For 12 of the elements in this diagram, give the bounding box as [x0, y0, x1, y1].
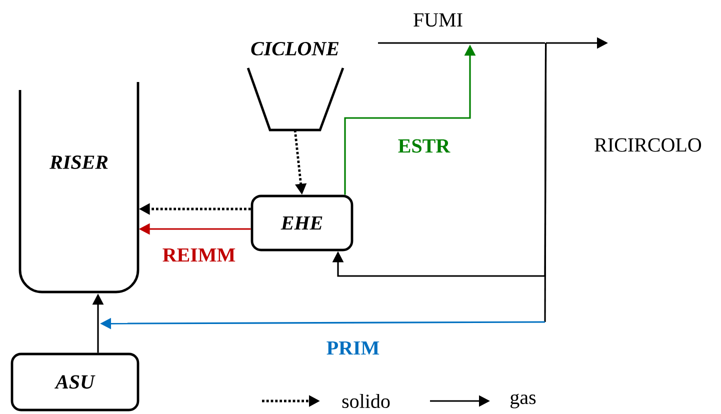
edge-label: PRIM [325, 340, 381, 356]
legend-text: solido [342, 394, 390, 408]
legend-text: gas [510, 394, 536, 408]
pipe-line [378, 42, 545, 44]
process-box: EHE [250, 194, 354, 252]
stream-label: RICIRCOLO [594, 138, 702, 152]
edge-label: REIMM [161, 247, 237, 263]
riser-vessel: RISER [18, 82, 140, 294]
cyclone: CICLONE [246, 42, 344, 132]
process-box: ASU [10, 352, 140, 412]
stream-label: FUMI [414, 13, 462, 27]
edge-label: ESTR [396, 138, 452, 154]
